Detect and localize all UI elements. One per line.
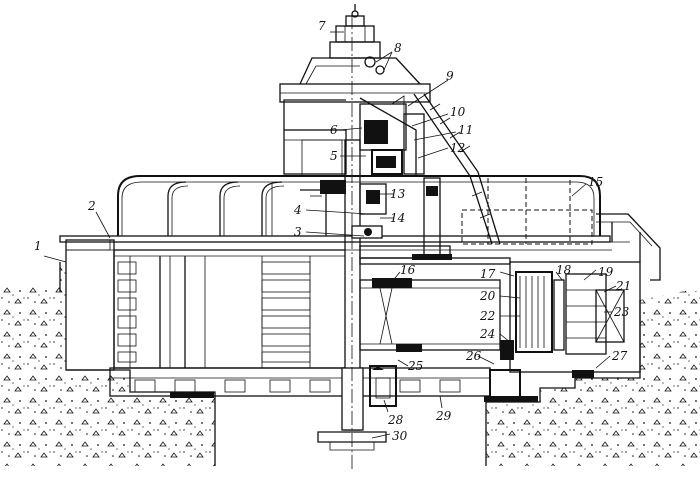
callout-18: 18: [556, 263, 572, 277]
callout-labels: 1 2 3 4 5 6 7 8 9 10 11 12 13 14 15 16 1…: [34, 19, 631, 443]
callout-15: 15: [588, 175, 603, 189]
exciter-tower: [279, 4, 431, 239]
callout-13: 13: [390, 187, 406, 201]
callout-26: 26: [465, 349, 482, 363]
generator-floor: [59, 213, 661, 281]
stator-core-right: [500, 261, 641, 378]
callout-4: 4: [293, 203, 302, 217]
callout-28: 28: [387, 413, 404, 427]
callout-30: 30: [392, 429, 408, 443]
callout-12: 12: [450, 141, 465, 155]
callout-1: 1: [34, 239, 42, 253]
lower-bracket: [109, 365, 538, 407]
callout-17: 17: [480, 267, 496, 281]
callout-8: 8: [394, 41, 402, 55]
callout-2: 2: [87, 199, 96, 213]
callout-3: 3: [294, 225, 302, 239]
callout-22: 22: [479, 309, 495, 323]
callout-23: 23: [613, 305, 630, 319]
callout-25: 25: [407, 359, 423, 373]
callout-7: 7: [318, 19, 326, 33]
callout-9: 9: [446, 69, 454, 83]
callout-20: 20: [479, 289, 496, 303]
callout-24: 24: [479, 327, 495, 341]
callout-16: 16: [400, 263, 416, 277]
callout-6: 6: [330, 123, 338, 137]
stator-housing: [65, 239, 347, 371]
leader-lines: [43, 31, 617, 439]
callout-5: 5: [330, 149, 338, 163]
callout-29: 29: [435, 409, 452, 423]
callout-11: 11: [458, 123, 473, 137]
callout-14: 14: [390, 211, 405, 225]
callout-21: 21: [615, 279, 631, 293]
callout-19: 19: [598, 265, 614, 279]
callout-10: 10: [450, 105, 466, 119]
inclined-ladder: [413, 93, 501, 259]
stator-core-left: [117, 261, 311, 363]
callout-27: 27: [611, 349, 628, 363]
